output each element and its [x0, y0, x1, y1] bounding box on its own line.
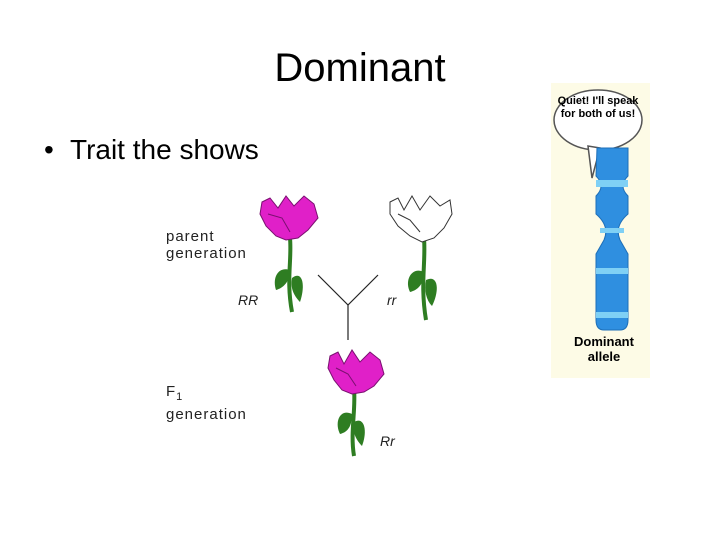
flower-parent-recessive: [389, 194, 453, 321]
parent-label-line1: parent: [166, 228, 215, 245]
f1-generation-label: F1 generation: [166, 383, 247, 423]
f1-label-sub: 1: [176, 391, 184, 403]
genotype-rr-offspring: Rr: [380, 433, 395, 449]
f1-label-line1: F1: [166, 383, 247, 406]
f1-label-main: F: [166, 383, 177, 400]
flower-parent-dominant: [259, 195, 319, 313]
f1-label-line2: generation: [166, 406, 247, 423]
bullet-item: • Trait the shows: [44, 132, 259, 168]
cross-line-left: [317, 274, 349, 306]
dominant-allele-caption: Dominant allele: [574, 334, 634, 364]
bullet-dot: •: [44, 134, 54, 165]
speech-bubble-text: Quiet! I'll speak for both of us!: [557, 95, 639, 120]
parent-label-line2: generation: [166, 245, 247, 262]
slide-title: Dominant: [274, 46, 446, 90]
genotype-rr-recessive: rr: [387, 292, 397, 308]
parent-generation-label: parent generation: [166, 228, 247, 262]
genotype-rr-dominant: RR: [238, 292, 259, 308]
bullet-text: Trait the shows: [70, 134, 259, 165]
cross-line-right: [347, 274, 379, 306]
flower-offspring: [327, 349, 385, 457]
dominant-allele-cartoon: [551, 83, 650, 378]
chromosome-shape: [595, 147, 629, 331]
